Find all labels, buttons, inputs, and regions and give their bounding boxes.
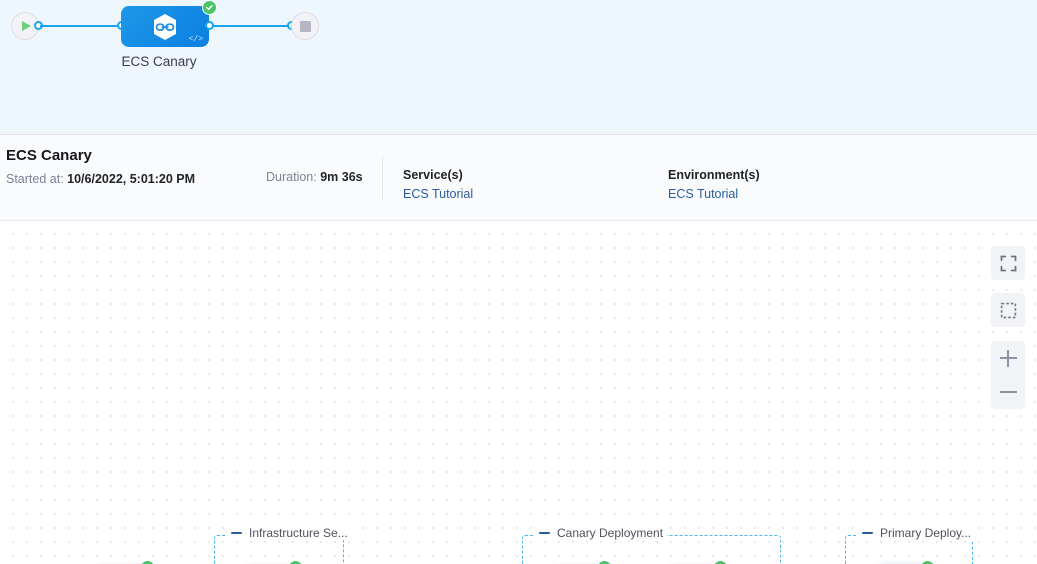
environments-heading: Environment(s)	[668, 168, 760, 182]
execution-info-bar: ECS Canary Started at: 10/6/2022, 5:01:2…	[0, 135, 1037, 221]
duration-label: Duration	[266, 170, 314, 184]
group-label-text: Primary Deploy...	[880, 526, 972, 540]
group-label: Primary Deploy...	[858, 526, 976, 540]
play-icon	[21, 21, 31, 31]
services-heading: Service(s)	[403, 168, 463, 182]
group-canary-deployment[interactable]: Canary Deployment	[522, 526, 781, 564]
harness-hexagon-icon	[154, 13, 176, 40]
group-infrastructure-section[interactable]: Infrastructure Se...	[214, 526, 352, 564]
service-link[interactable]: ECS Tutorial	[403, 187, 474, 201]
services-column: Service(s) ECS Tutorial	[403, 168, 473, 201]
started-at-label: Started at	[6, 172, 61, 186]
check-icon	[206, 4, 213, 11]
top-pipeline-banner: </> ECS Canary	[0, 0, 1037, 135]
duration-value: 9m 36s	[320, 170, 363, 184]
zoom-in-button[interactable]	[991, 341, 1025, 375]
environments-column: Environment(s) ECS Tutorial	[668, 168, 760, 201]
environment-link[interactable]: ECS Tutorial	[668, 187, 739, 201]
group-label: Canary Deployment	[535, 526, 668, 540]
pipeline-end-node[interactable]	[291, 12, 319, 40]
fit-screen-icon	[1000, 255, 1016, 271]
mini-node-label: ECS Canary	[121, 54, 197, 69]
zoom-controls[interactable]	[991, 341, 1025, 409]
connector-line	[212, 25, 292, 27]
started-at-value: 10/6/2022, 5:01:20 PM	[67, 172, 196, 186]
group-primary-deployment[interactable]: Primary Deploy...	[845, 526, 976, 564]
code-marker: </>	[188, 35, 203, 44]
group-label: Infrastructure Se...	[227, 526, 352, 540]
minus-icon[interactable]	[862, 532, 873, 534]
fit-to-screen-button[interactable]	[991, 246, 1025, 280]
vertical-divider	[382, 157, 383, 199]
group-label-text: Canary Deployment	[557, 526, 664, 540]
minus-icon	[999, 384, 1017, 401]
mini-node-ecs-canary[interactable]: </>	[121, 6, 209, 47]
group-label-text: Infrastructure Se...	[249, 526, 348, 540]
minus-icon[interactable]	[539, 532, 550, 534]
status-badge-success	[140, 560, 155, 564]
stop-icon	[299, 20, 311, 32]
status-badge-success	[202, 0, 217, 15]
zoom-out-button[interactable]	[991, 375, 1025, 409]
started-at-row: Started at: 10/6/2022, 5:01:20 PM	[6, 172, 196, 186]
page-title: ECS Canary	[6, 147, 92, 164]
plus-icon	[999, 349, 1017, 367]
duration-row: Duration: 9m 36s	[266, 170, 363, 184]
minus-icon[interactable]	[231, 532, 242, 534]
connector-line	[40, 25, 122, 27]
dashed-square-icon	[1000, 302, 1016, 318]
pipeline-canvas[interactable]: Infrastructure Se... Canary Deployment P…	[0, 221, 1037, 564]
select-region-button[interactable]	[991, 293, 1025, 327]
